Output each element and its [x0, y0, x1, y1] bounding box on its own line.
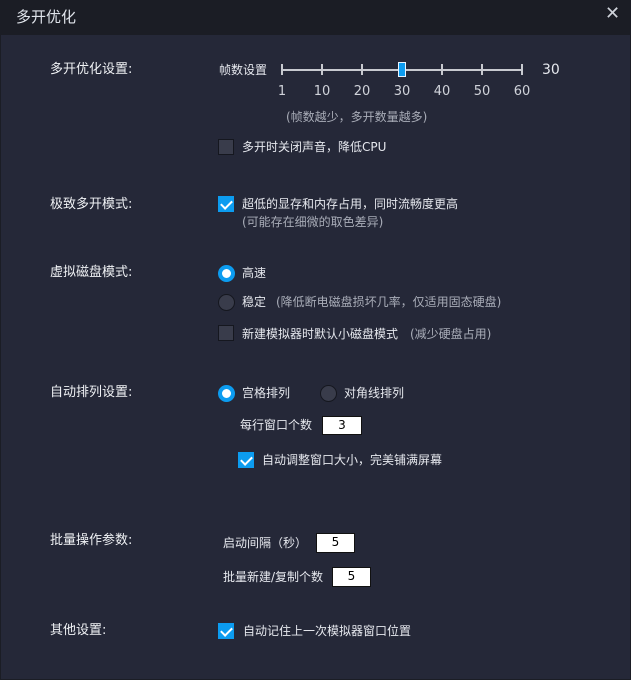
slider-tick [521, 64, 523, 75]
arrange-label: 自动排列设置: [50, 385, 133, 400]
slider-tick [441, 64, 443, 75]
fps-label: 帧数设置 [219, 63, 268, 77]
slider-tick-label: 50 [473, 84, 491, 99]
mute-label: 多开时关闭声音，降低CPU [242, 140, 387, 154]
slider-tick-label: 30 [393, 84, 411, 99]
interval-input[interactable]: 5 [316, 533, 355, 553]
extreme-mode-label: 极致多开模式: [50, 197, 133, 212]
slider-tick-label: 60 [513, 84, 531, 99]
slider-tick [481, 64, 483, 75]
slider-tick [321, 64, 323, 75]
small-disk-label: 新建模拟器时默认小磁盘模式 [242, 327, 399, 341]
stable-radio[interactable] [218, 294, 235, 311]
fast-radio[interactable] [218, 265, 235, 282]
mute-checkbox[interactable] [218, 139, 234, 155]
stable-hint: (降低断电磁盘损坏几率，仅适用固态硬盘) [276, 295, 502, 309]
slider-tick [281, 64, 283, 75]
per-row-label: 每行窗口个数 [240, 418, 313, 432]
auto-resize-label: 自动调整窗口大小，完美铺满屏幕 [262, 453, 443, 467]
batch-label: 批量操作参数: [50, 533, 133, 548]
multi-open-label: 多开优化设置: [50, 62, 133, 77]
fps-slider-thumb[interactable] [398, 62, 406, 77]
slider-tick-label: 20 [353, 84, 371, 99]
remember-position-label: 自动记住上一次模拟器窗口位置 [243, 624, 412, 638]
extreme-mode-option: 超低的显存和内存占用，同时流畅度更高 [242, 197, 459, 211]
extreme-mode-checkbox[interactable] [218, 196, 234, 212]
small-disk-checkbox[interactable] [218, 325, 234, 341]
other-label: 其他设置: [50, 623, 107, 638]
batch-count-input[interactable]: 5 [332, 567, 371, 587]
per-row-input[interactable]: 3 [322, 416, 362, 435]
fast-label: 高速 [242, 266, 267, 280]
slider-tick-label: 10 [313, 84, 331, 99]
auto-resize-checkbox[interactable] [238, 452, 254, 468]
fps-hint: (帧数越少，多开数量越多) [286, 110, 428, 124]
batch-count-label: 批量新建/复制个数 [223, 570, 324, 584]
remember-position-checkbox[interactable] [218, 623, 234, 639]
grid-label: 宫格排列 [242, 386, 291, 400]
window-title: 多开优化 [16, 8, 77, 26]
slider-tick-label: 1 [277, 84, 287, 99]
slider-tick [361, 64, 363, 75]
disk-mode-label: 虚拟磁盘模式: [50, 265, 133, 280]
diagonal-label: 对角线排列 [344, 386, 405, 400]
small-disk-hint: (减少硬盘占用) [410, 327, 492, 341]
fps-value: 30 [542, 62, 560, 78]
title-bar [0, 0, 631, 34]
slider-tick-label: 40 [433, 84, 451, 99]
grid-radio[interactable] [218, 385, 235, 402]
stable-label: 稳定 [242, 295, 267, 309]
close-icon[interactable]: ✕ [605, 3, 621, 24]
extreme-mode-hint: (可能存在细微的取色差异) [242, 215, 384, 229]
interval-label: 启动间隔（秒） [223, 536, 308, 550]
diagonal-radio[interactable] [320, 385, 337, 402]
